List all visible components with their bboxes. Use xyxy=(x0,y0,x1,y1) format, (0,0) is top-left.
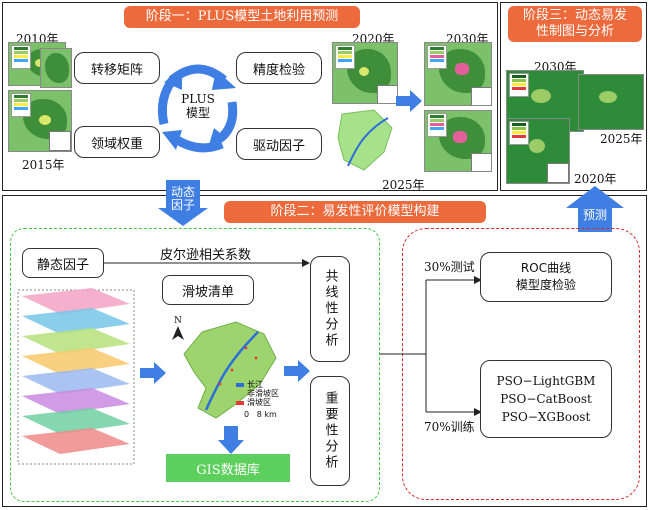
map-legend: 长江 非滑坡区 滑坡区 xyxy=(236,380,279,407)
importance-analysis-box: 重要性分析 xyxy=(310,376,350,486)
year-2020-label-stage3: 2020年 xyxy=(574,172,617,186)
dynamic-factor-label: 动态因子 xyxy=(170,185,195,212)
prediction-label: 预测 xyxy=(582,208,607,222)
gis-database-box: GIS数据库 xyxy=(166,454,290,482)
stage1-forward-arrow xyxy=(396,90,422,112)
factor-layer-stack xyxy=(17,288,135,465)
year-2025-label-stage1: 2025年 xyxy=(382,178,425,192)
stage2-title: 阶段二：易发性评价模型构建 xyxy=(224,201,486,223)
landuse-map-2030 xyxy=(424,42,492,106)
susceptibility-map-2020 xyxy=(506,118,570,184)
legend-non-landslide: 非滑坡区 xyxy=(247,389,279,398)
train-split-label: 70%训练 xyxy=(424,420,475,434)
model-training-region xyxy=(402,228,640,500)
susceptibility-map-2025 xyxy=(578,74,644,130)
model-catboost: PSO−CatBoost xyxy=(500,392,592,406)
plus-model-label: PLUS 模型 xyxy=(181,92,215,120)
north-arrow-icon xyxy=(172,326,184,340)
landuse-map-2010b xyxy=(40,48,72,88)
map-scale: 0 8 km xyxy=(244,410,277,419)
stage1-title: 阶段一：PLUS模型土地利用预测 xyxy=(124,6,360,28)
driving-factor-box: 驱动因子 xyxy=(236,128,322,160)
accuracy-check-box: 精度检验 xyxy=(236,52,322,84)
roc-validation-box: ROC曲线 模型度检验 xyxy=(480,252,612,302)
collinearity-analysis-box: 共线性分析 xyxy=(310,256,350,362)
transfer-matrix-box: 转移矩阵 xyxy=(74,52,160,84)
stack-to-map-arrow xyxy=(140,362,166,384)
models-box: PSO−LightGBM PSO−CatBoost PSO−XGBoost xyxy=(480,360,612,438)
test-split-label: 30%测试 xyxy=(424,260,475,274)
split-connector xyxy=(380,276,482,416)
model-xgboost: PSO−XGBoost xyxy=(501,410,591,424)
neighborhood-weight-box: 领域权重 xyxy=(74,126,160,158)
dynamic-factor-arrow xyxy=(158,180,208,226)
study-area-map xyxy=(183,321,277,419)
factor-processing-region xyxy=(10,228,380,502)
north-arrow: N xyxy=(174,316,182,326)
landuse-map-2020 xyxy=(332,42,398,104)
landuse-map-2025 xyxy=(424,110,492,172)
roc-line-1: ROC曲线 xyxy=(520,261,572,275)
river-map xyxy=(337,109,393,171)
map-to-gis-arrow xyxy=(218,426,244,454)
legend-yangtze: 长江 xyxy=(247,380,263,389)
legend-landslide: 滑坡区 xyxy=(247,398,271,407)
map-to-analysis-arrow xyxy=(284,360,310,382)
static-factor-box: 静态因子 xyxy=(22,248,104,278)
pearson-label: 皮尔逊相关系数 xyxy=(160,248,252,263)
roc-line-2: 模型度检验 xyxy=(515,278,576,292)
prediction-arrow xyxy=(566,186,624,232)
landuse-map-2015 xyxy=(8,90,72,152)
pearson-arrow xyxy=(104,259,310,267)
landslide-list-box: 滑坡清单 xyxy=(162,275,254,305)
year-2015-label: 2015年 xyxy=(22,158,65,172)
year-2025-label-stage3: 2025年 xyxy=(600,132,643,146)
model-lightgbm: PSO−LightGBM xyxy=(496,374,596,388)
stage3-title: 阶段三：动态易发性制图与分析 xyxy=(508,6,642,42)
plus-cycle-arrows xyxy=(157,64,238,153)
